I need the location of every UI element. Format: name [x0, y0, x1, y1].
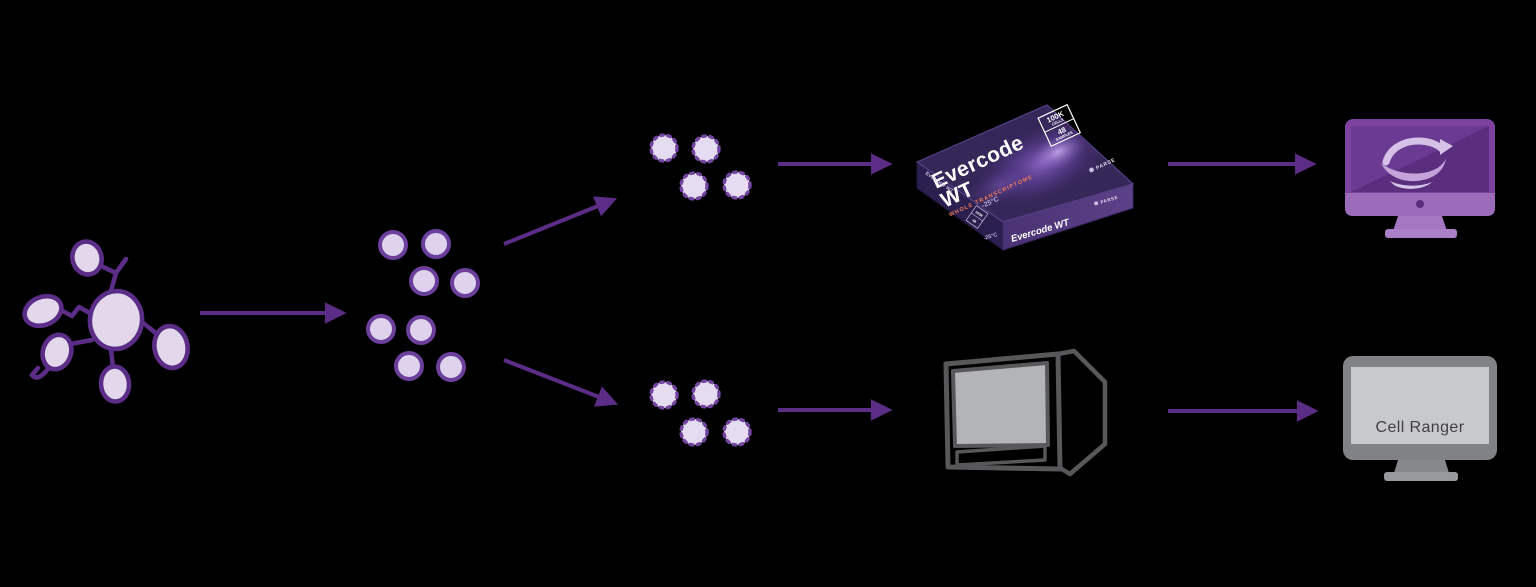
tissue-lobes	[22, 239, 190, 404]
fixed-cell	[722, 417, 752, 447]
arrow-cells-to-fixed-top	[503, 196, 618, 246]
edge-badge-samples: 48	[971, 218, 977, 224]
fixed-cell	[691, 379, 721, 409]
parse-swirl-logo	[1381, 137, 1453, 189]
parse-brand-text: PARSE	[1100, 195, 1119, 205]
monitor-stand	[1393, 216, 1447, 231]
fixed-cell	[722, 170, 752, 200]
camera-dot	[1416, 200, 1424, 208]
cell-ranger-label: Cell Ranger	[1376, 419, 1465, 436]
fixed-cell	[679, 417, 709, 447]
fixed-cell	[649, 133, 679, 163]
dissociated-cells-icon	[366, 229, 480, 382]
cell	[406, 315, 436, 345]
evercode-wt-kit-box: Evercode WT WHOLE TRANSCRIPTOME -25°C 10…	[915, 103, 1135, 251]
cell	[450, 268, 480, 298]
cell	[421, 229, 451, 259]
fixed-cells-top-icon	[649, 133, 752, 201]
badge-samples-label: SAMPLES	[1055, 130, 1074, 142]
kit-side-temperature: -25°C	[983, 232, 998, 242]
droplet-instrument-icon	[943, 348, 1108, 477]
instrument-screen	[951, 361, 1050, 448]
arrow-cells-to-bottom	[503, 358, 619, 407]
parse-swirl-icon	[1094, 201, 1099, 206]
tissue-connectors	[29, 256, 160, 380]
monitor-base	[1384, 472, 1458, 481]
parse-swirl-icon	[1089, 167, 1094, 173]
instrument-front-frame	[943, 351, 1063, 472]
kit-box-nebula	[962, 117, 1110, 209]
edge-badge-cells: 100K	[974, 210, 984, 218]
fixed-cells-bottom-icon	[649, 379, 752, 447]
fixed-cell	[691, 134, 721, 164]
tissue-sample-icon	[22, 239, 190, 404]
cell-ranger-monitor: Cell Ranger	[1343, 356, 1497, 481]
instrument-slot	[955, 444, 1047, 467]
kit-spec-badge: 100K CELLS 48 SAMPLES	[1037, 103, 1082, 148]
cell	[409, 266, 439, 296]
badge-samples-value: 48	[1056, 125, 1067, 137]
parse-logo-side: PARSE	[1094, 195, 1119, 206]
monitor-base	[1385, 229, 1457, 238]
cell	[366, 314, 396, 344]
badge-cells-label: CELLS	[1051, 118, 1064, 127]
fixed-cell	[679, 171, 709, 201]
monitor-stand	[1394, 460, 1449, 473]
cell	[394, 351, 424, 381]
instrument-side-face	[1057, 348, 1108, 477]
kit-edge-badge: 100K 48	[965, 205, 989, 229]
screen-shine	[1351, 126, 1489, 192]
cell	[378, 230, 408, 260]
fixed-cell	[649, 380, 679, 410]
parse-analysis-monitor	[1345, 119, 1495, 238]
monitor-screen	[1351, 367, 1489, 444]
cell	[436, 352, 466, 382]
